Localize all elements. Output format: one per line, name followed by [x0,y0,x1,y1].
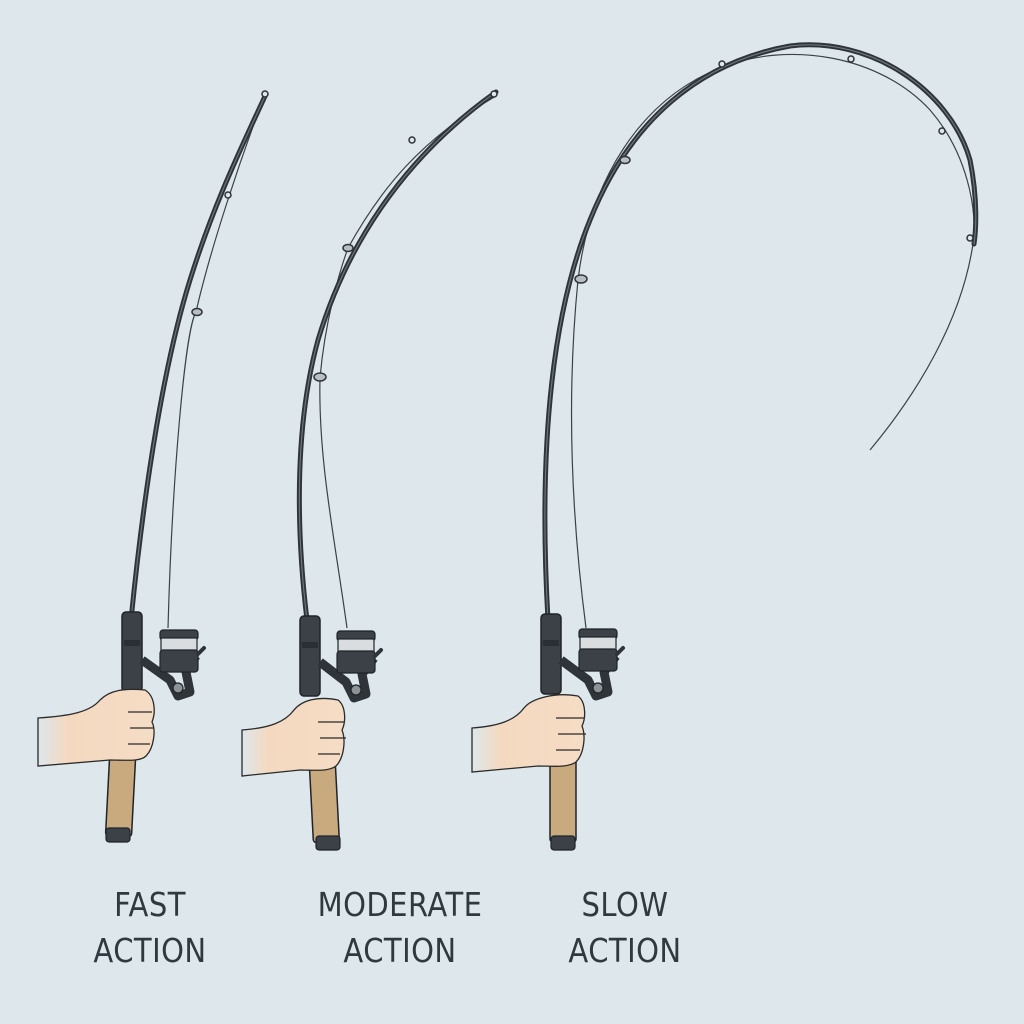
fishing-rod-moderate-action [241,89,499,851]
label-fast-action: FAST ACTION [71,882,229,974]
spinning-reel-icon [317,630,383,703]
label-line-1: FAST [114,885,186,924]
fishing-rod-slow-action [471,42,979,851]
fishing-rod-fast-action [37,90,269,843]
label-line-2: ACTION [343,931,457,970]
label-line-1: SLOW [581,885,669,924]
hand-icon [241,697,346,777]
label-moderate-action: MODERATE ACTION [303,882,497,974]
spinning-reel-icon [139,629,206,701]
label-slow-action: SLOW ACTION [546,882,704,974]
hand-icon [471,694,586,773]
label-line-1: MODERATE [317,885,483,924]
spinning-reel-icon [558,628,625,701]
label-line-2: ACTION [568,931,682,970]
hand-icon [37,688,155,767]
label-line-2: ACTION [93,931,207,970]
